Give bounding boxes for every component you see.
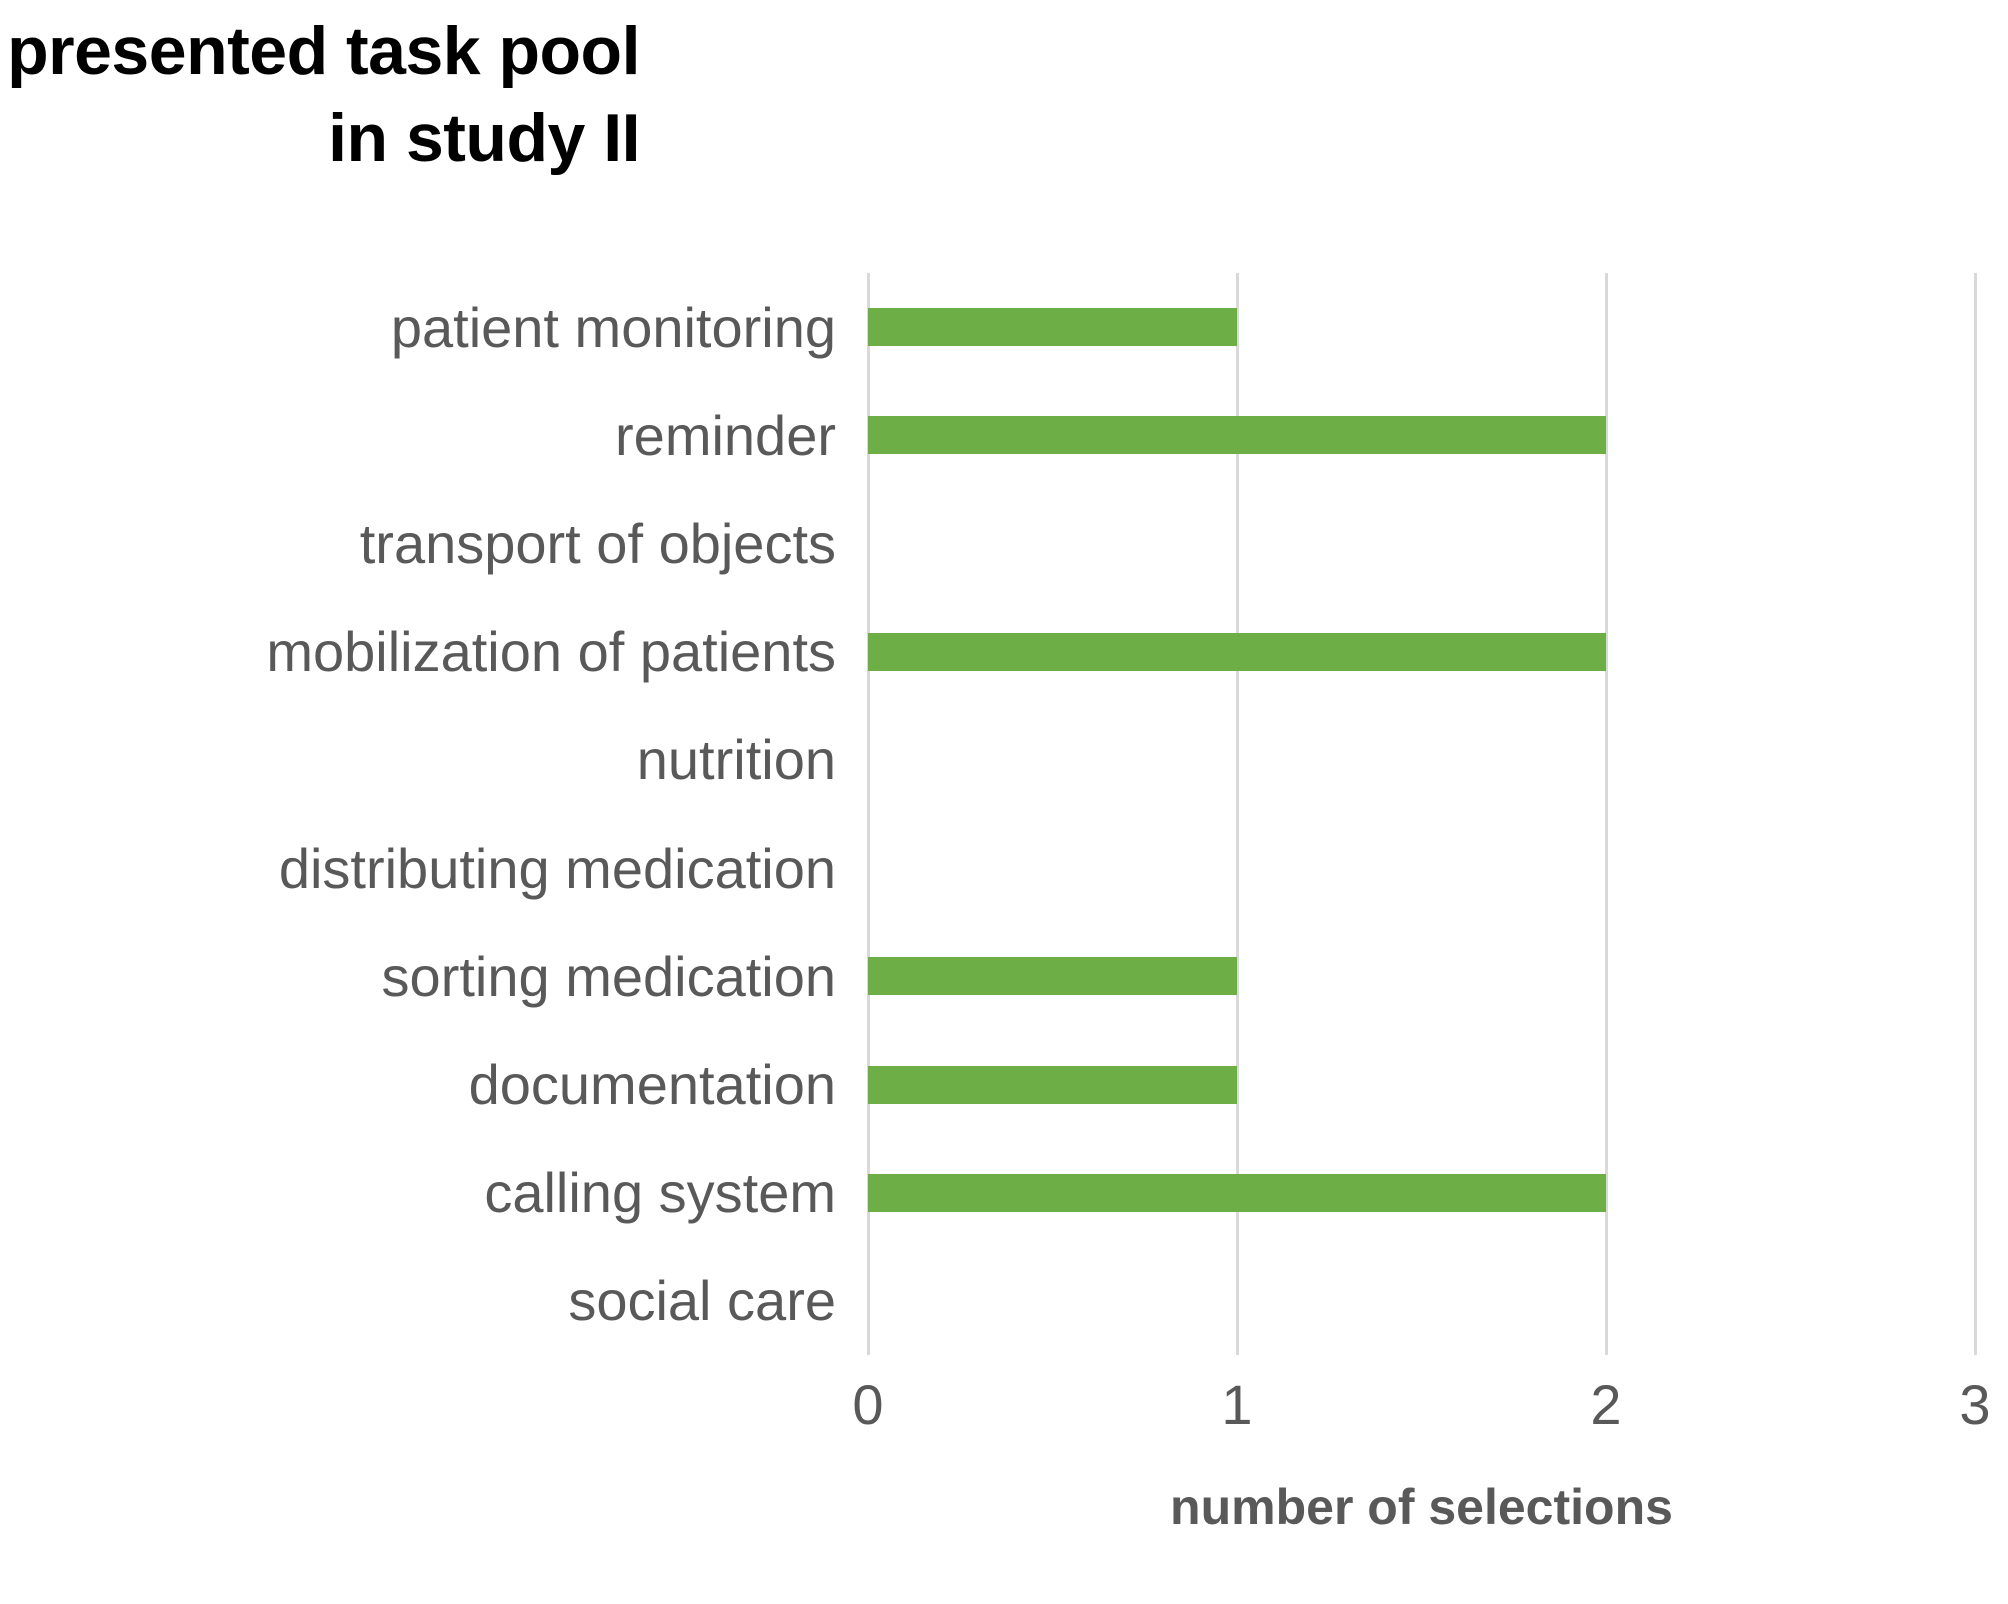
category-row: distributing medication: [60, 814, 850, 922]
category-label: mobilization of patients: [266, 620, 836, 684]
gridline-2: [1605, 273, 1608, 1355]
category-row: calling system: [60, 1139, 850, 1247]
gridline-3: [1974, 273, 1977, 1355]
category-row: mobilization of patients: [60, 598, 850, 706]
category-label: nutrition: [636, 728, 836, 792]
category-label: distributing medication: [278, 836, 836, 900]
category-row: social care: [60, 1247, 850, 1355]
category-row: nutrition: [60, 706, 850, 814]
x-axis-title: number of selections: [1170, 1479, 1673, 1535]
category-label: documentation: [468, 1052, 836, 1116]
plot-area: [867, 273, 1977, 1355]
y-axis-category-labels: patient monitoring reminder transport of o…: [60, 273, 850, 1355]
category-label: sorting medication: [381, 944, 836, 1008]
x-tick-label: 2: [1590, 1373, 1622, 1436]
category-label: reminder: [615, 403, 836, 467]
category-row: reminder: [60, 381, 850, 489]
x-axis-tick-labels: 0 1 2 3: [852, 1372, 1990, 1442]
x-tick-label: 1: [1221, 1373, 1253, 1436]
gridline-1: [1236, 273, 1239, 1355]
page-title: presented task pool in study II: [7, 13, 640, 177]
category-label: social care: [568, 1269, 836, 1333]
gridline-0: [867, 273, 870, 1355]
x-tick-label: 0: [852, 1373, 884, 1436]
category-label: patient monitoring: [390, 295, 836, 359]
category-row: transport of objects: [60, 489, 850, 597]
category-label: calling system: [484, 1161, 836, 1225]
x-tick-label: 3: [1959, 1373, 1991, 1436]
category-row: sorting medication: [60, 922, 850, 1030]
category-row: patient monitoring: [60, 273, 850, 381]
category-row: documentation: [60, 1030, 850, 1138]
category-label: transport of objects: [359, 511, 836, 575]
